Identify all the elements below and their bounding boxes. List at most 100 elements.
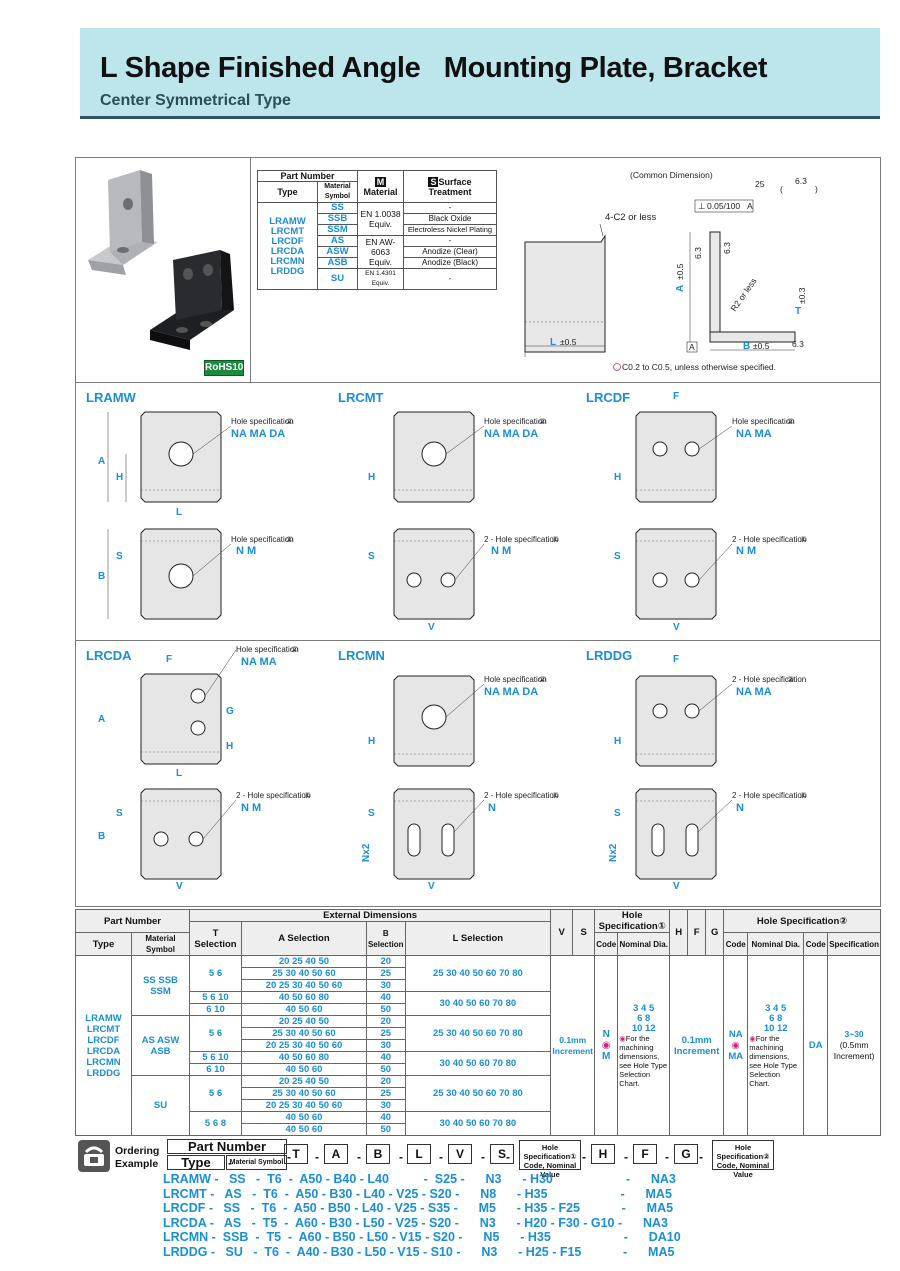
spec-t: 5 6 8 xyxy=(189,1111,242,1136)
spec-h-symbol: Material Symbol xyxy=(131,932,190,956)
hole2-label: Hole specification xyxy=(231,417,294,426)
hole1-circle-mark: ① xyxy=(286,535,293,544)
hole2-circle-mark: ② xyxy=(286,417,293,426)
hole2-codes: NA MA xyxy=(736,686,772,698)
hole2-codes: NA MA xyxy=(241,656,277,668)
common-note: C0.2 to C0.5, unless otherwise specified… xyxy=(622,362,776,372)
svg-text:(: ( xyxy=(780,184,783,194)
dim-v: V xyxy=(673,881,680,892)
spec-t: 5 6 xyxy=(189,1075,242,1112)
spec-code-m: M xyxy=(602,1051,611,1062)
spec-l: 30 40 50 60 70 80 xyxy=(404,1051,552,1076)
mat-symbol: SS xyxy=(317,202,358,214)
spec-l: 30 40 50 60 70 80 xyxy=(404,1111,552,1136)
spec-h-s: S xyxy=(572,909,596,956)
spec-b: 40 xyxy=(365,991,406,1004)
dim-b-tol: ±0.5 xyxy=(753,341,770,351)
hole1-codes: N M xyxy=(241,802,261,814)
mat-type: LRAMW xyxy=(269,216,306,227)
hole1-label: Hole specification xyxy=(231,535,294,544)
mat-type: LRCDF xyxy=(271,236,304,247)
mat-symbol: SSM xyxy=(317,224,358,236)
hole2-label: Hole specification xyxy=(484,417,547,426)
ordering-dash: - xyxy=(287,1150,291,1164)
hole2-circle-mark: ② xyxy=(787,417,794,426)
spec-a: 40 50 60 xyxy=(241,1003,367,1016)
common-dimension-drawing: (Common Dimension) 25 6.3 ( ) 4-C2 or le… xyxy=(524,170,818,372)
spec-a: 25 30 40 50 60 xyxy=(241,1087,367,1100)
spec-b: 25 xyxy=(365,1087,406,1100)
r2-note: R2 or less xyxy=(728,276,758,313)
hole2-label: Hole specification xyxy=(732,417,795,426)
ordering-label: Example xyxy=(115,1158,159,1170)
mat-symbol: SU xyxy=(317,268,358,290)
roughness-63: 6.3 xyxy=(795,176,807,186)
spec-h-t: T xyxy=(212,927,219,939)
hole1-circle-mark: ① xyxy=(552,535,559,544)
dim-s: S xyxy=(614,808,621,819)
hole2-codes: NA MA xyxy=(736,428,772,440)
ordering-dash: - xyxy=(665,1150,669,1164)
chamfer-note: 4-C2 or less xyxy=(605,212,656,223)
spec-h-type: Type xyxy=(75,932,132,956)
mat-symbol: ASB xyxy=(317,257,358,269)
rohs-badge: RoHS10 xyxy=(204,360,244,376)
spec-h-a-sel: A Selection xyxy=(241,921,367,956)
hole1-codes: N M xyxy=(236,545,256,557)
svg-text:⊥: ⊥ xyxy=(698,201,706,211)
spec-h-g: G xyxy=(705,909,725,956)
spec-a: 40 50 60 xyxy=(241,1111,367,1124)
dim-a-tol: ±0.5 xyxy=(675,263,685,280)
ordering-field-a: A xyxy=(324,1144,348,1164)
dim-b: B xyxy=(98,831,105,842)
spec-a: 40 50 60 80 xyxy=(241,991,367,1004)
common-heading: (Common Dimension) xyxy=(630,170,713,180)
spec-nom-note: For the machining dimensions, see Hole T… xyxy=(749,1033,798,1088)
spec-code-ma: MA xyxy=(728,1051,744,1062)
ordering-hole1: Hole Specification① Code, Nominal Value xyxy=(519,1140,581,1179)
ordering-field-f: F xyxy=(633,1144,657,1164)
ordering-example-row: LRCDA - AS - T5 - A60 - B30 - L50 - V25 … xyxy=(163,1215,668,1230)
dim-s: S xyxy=(368,551,375,562)
drawing-frame xyxy=(75,157,881,907)
spec-table: Part Number External Dimensions V S Hole… xyxy=(75,909,881,1136)
dim-a: A xyxy=(98,456,105,467)
dim-l: L xyxy=(550,337,556,348)
ordering-part-number: Part Number xyxy=(167,1139,287,1154)
spec-l: 30 40 50 60 70 80 xyxy=(404,991,552,1016)
view-title-lrddg: LRDDG xyxy=(586,648,632,663)
ordering-dash: - xyxy=(699,1150,703,1164)
ordering-dash: - xyxy=(228,1156,232,1170)
spec-b: 20 xyxy=(365,955,406,968)
ordering-dash: - xyxy=(582,1150,586,1164)
spec-l: 25 30 40 50 60 70 80 xyxy=(404,955,552,992)
spec-symbol: SS SSB SSM xyxy=(131,955,190,1016)
ordering-field-g: G xyxy=(674,1144,698,1164)
mat-surface: Anodize (Black) xyxy=(403,257,497,269)
dim-l: L xyxy=(176,507,182,518)
dim-v: V xyxy=(673,622,680,633)
ordering-label: Ordering xyxy=(115,1145,160,1157)
surface-icon: S xyxy=(428,176,439,187)
hole1-label: 2 - Hole specification xyxy=(732,535,806,544)
rough-left: 6.3 xyxy=(693,247,703,259)
hole1-codes: N M xyxy=(736,545,756,557)
spec-h-part-number: Part Number xyxy=(75,909,190,933)
dim-f: F xyxy=(673,654,679,665)
hole2-circle-mark: ② xyxy=(539,417,546,426)
divider xyxy=(75,640,881,641)
mat-surface: Electroless Nickel Plating xyxy=(403,224,497,236)
hole1-circle-mark: ① xyxy=(304,791,311,800)
spec-t: 6 10 xyxy=(189,1003,242,1016)
hole2-circle-mark: ② xyxy=(787,675,794,684)
dim-a: A xyxy=(675,285,686,292)
spec-h-hole1: Hole Specification① xyxy=(594,909,671,933)
dim-b: B xyxy=(743,341,750,352)
hole1-label: 2 - Hole specification xyxy=(236,791,310,800)
